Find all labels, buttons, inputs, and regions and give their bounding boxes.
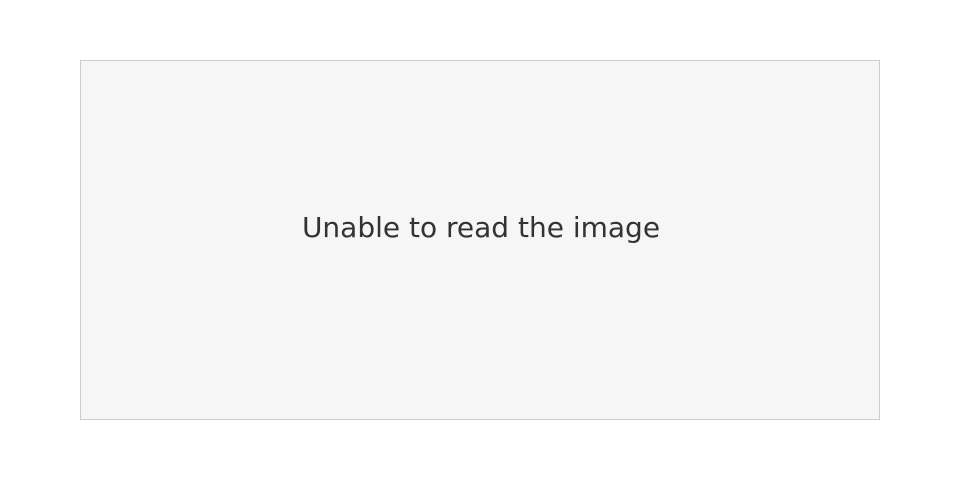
placeholder-card: Unable to read the image <box>80 60 880 420</box>
error-message: Unable to read the image <box>301 211 661 244</box>
